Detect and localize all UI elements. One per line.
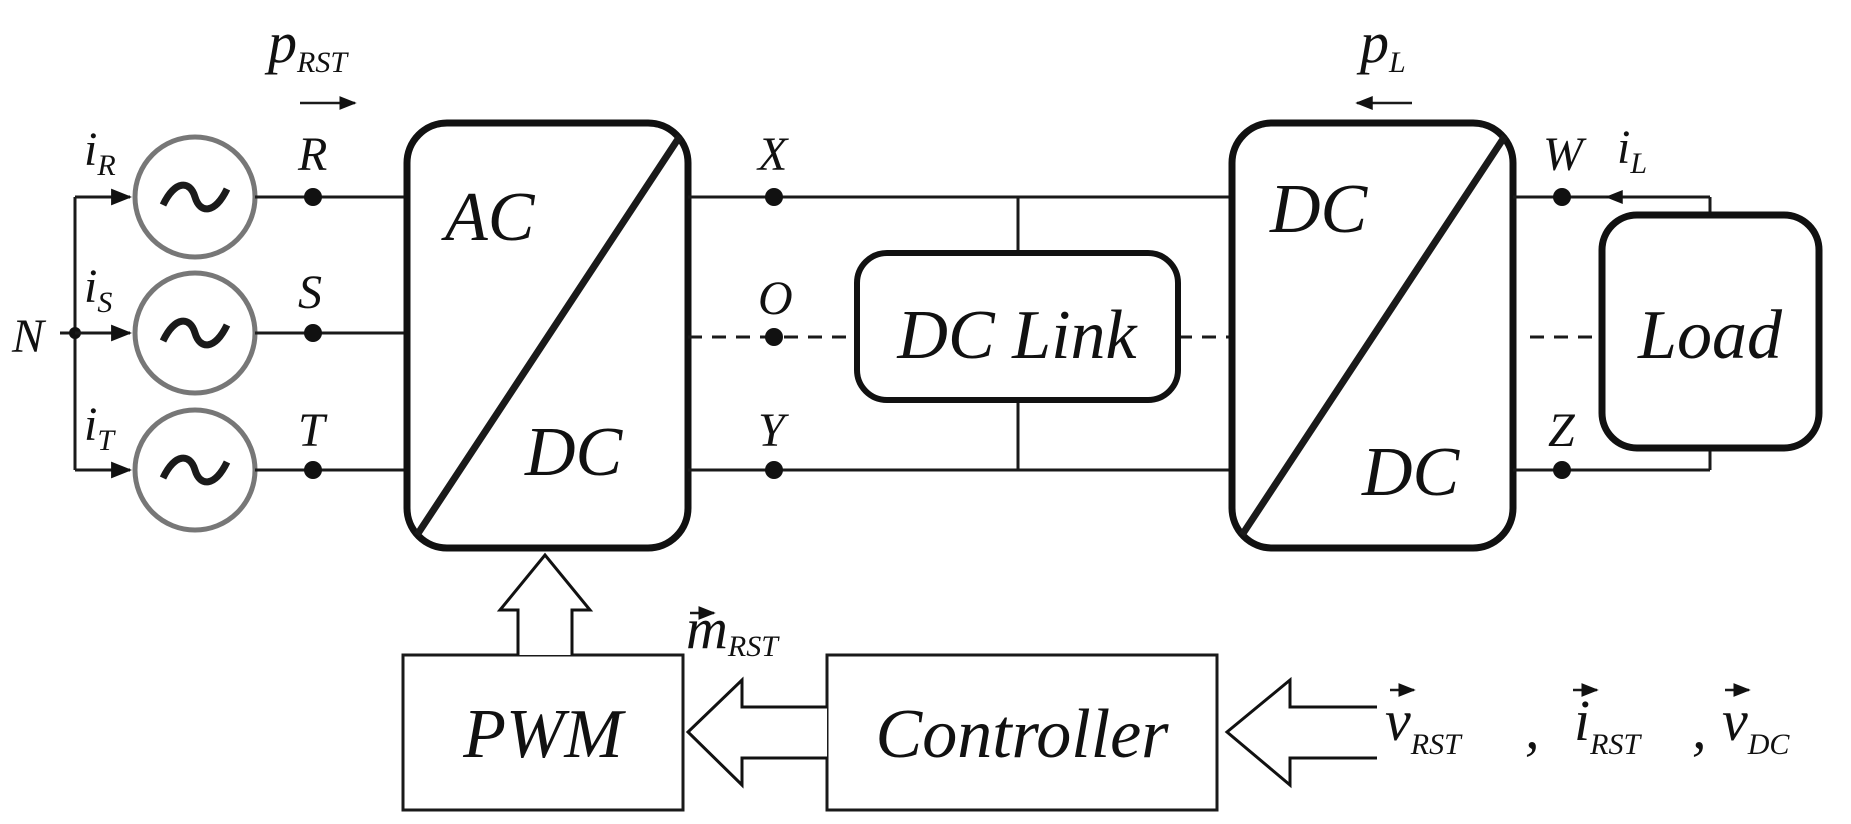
modulation-symbol: m (686, 596, 728, 661)
dc-link-box (854, 250, 1181, 403)
separator-2: , (1692, 696, 1707, 761)
current-t-subscript: T (97, 424, 116, 457)
load-power-symbol: p (1356, 10, 1389, 75)
node-w-label: W (1543, 128, 1587, 181)
current-rst-symbol: i (1574, 688, 1590, 753)
voltage-rst-symbol: v (1385, 688, 1411, 753)
node-w-dot (1553, 188, 1571, 206)
input-power-subscript: RST (296, 46, 349, 79)
load-power-label: pL (1356, 10, 1406, 79)
modulation-signal-arrow (685, 676, 827, 789)
node-r-dot (304, 188, 322, 206)
pwm-gate-signal-arrow (496, 552, 594, 655)
current-rst-subscript: RST (1589, 728, 1642, 761)
voltage-rst-label: vRST (1385, 688, 1463, 761)
node-t-label: T (298, 404, 328, 457)
ac-source-t (132, 407, 258, 533)
controller-label: Controller (876, 696, 1170, 773)
load-current-subscript: L (1629, 147, 1647, 180)
dc-dc-converter: DC DC (1228, 119, 1517, 552)
converter-diagonal (414, 134, 683, 537)
converter-diagonal (1239, 134, 1508, 537)
load-current-label: iL (1617, 121, 1647, 180)
node-z-dot (1553, 461, 1571, 479)
current-r-label: iR (84, 123, 116, 182)
voltage-rst-subscript: RST (1410, 728, 1463, 761)
sine-wave-icon (159, 181, 231, 213)
node-s-label: S (298, 266, 322, 319)
node-x-dot (765, 188, 783, 206)
current-s-label: iS (84, 260, 112, 319)
pwm-label: PWM (462, 696, 626, 773)
measurement-labels: vRST , iRST , vDC (1385, 683, 1790, 761)
current-r-symbol: i (84, 123, 97, 176)
node-o-label: O (758, 272, 793, 325)
phase-lines (255, 188, 407, 479)
current-t-label: iT (84, 398, 116, 457)
separator-1: , (1525, 696, 1540, 761)
voltage-dc-subscript: DC (1747, 728, 1791, 761)
current-r-subscript: R (96, 149, 115, 182)
node-r-label: R (297, 128, 327, 181)
current-t-symbol: i (84, 398, 97, 451)
dc-link-label: DC Link (896, 297, 1138, 374)
node-y-label: Y (758, 404, 789, 457)
measurement-input-arrow (1224, 676, 1377, 789)
input-power-symbol: p (264, 10, 297, 75)
modulation-vector-label: mRST (686, 596, 780, 663)
sine-wave-icon (159, 454, 231, 486)
dc-bus (688, 188, 1232, 479)
source-wiring (60, 188, 133, 479)
node-y-dot (765, 461, 783, 479)
load-current-symbol: i (1617, 121, 1630, 174)
controller-box (825, 653, 1219, 812)
pwm-block: PWM (401, 653, 685, 812)
modulation-symbol-text: mRST (686, 596, 780, 663)
voltage-dc-label: vDC (1722, 688, 1790, 761)
current-rst-label: iRST (1574, 688, 1642, 761)
node-t-dot (304, 461, 322, 479)
node-n-label: N (11, 310, 47, 363)
node-x-label: X (756, 128, 789, 181)
ac-source-s (132, 270, 258, 396)
controller-block: Controller (825, 653, 1219, 812)
current-s-symbol: i (84, 260, 97, 313)
ac-source-r (132, 134, 258, 260)
voltage-dc-symbol: v (1722, 688, 1748, 753)
sine-wave-icon (159, 317, 231, 349)
load-label: Load (1637, 297, 1783, 374)
modulation-subscript: RST (727, 630, 780, 663)
pwm-box (401, 653, 685, 812)
dcdc-output-label: DC (1361, 434, 1461, 511)
converter-input-label: AC (441, 179, 536, 256)
dc-link-block: DC Link (854, 250, 1181, 403)
load-power-subscript: L (1388, 46, 1406, 79)
node-s-dot (304, 324, 322, 342)
input-power-label: pRST (264, 10, 349, 79)
load-box (1598, 211, 1823, 452)
dcdc-input-label: DC (1269, 171, 1369, 248)
ac-dc-converter: AC DC (403, 119, 692, 552)
current-s-subscript: S (97, 286, 112, 319)
node-z-label: Z (1548, 404, 1576, 457)
node-o-dot (765, 328, 783, 346)
load-block: Load (1598, 211, 1823, 452)
converter-output-label: DC (524, 414, 624, 491)
